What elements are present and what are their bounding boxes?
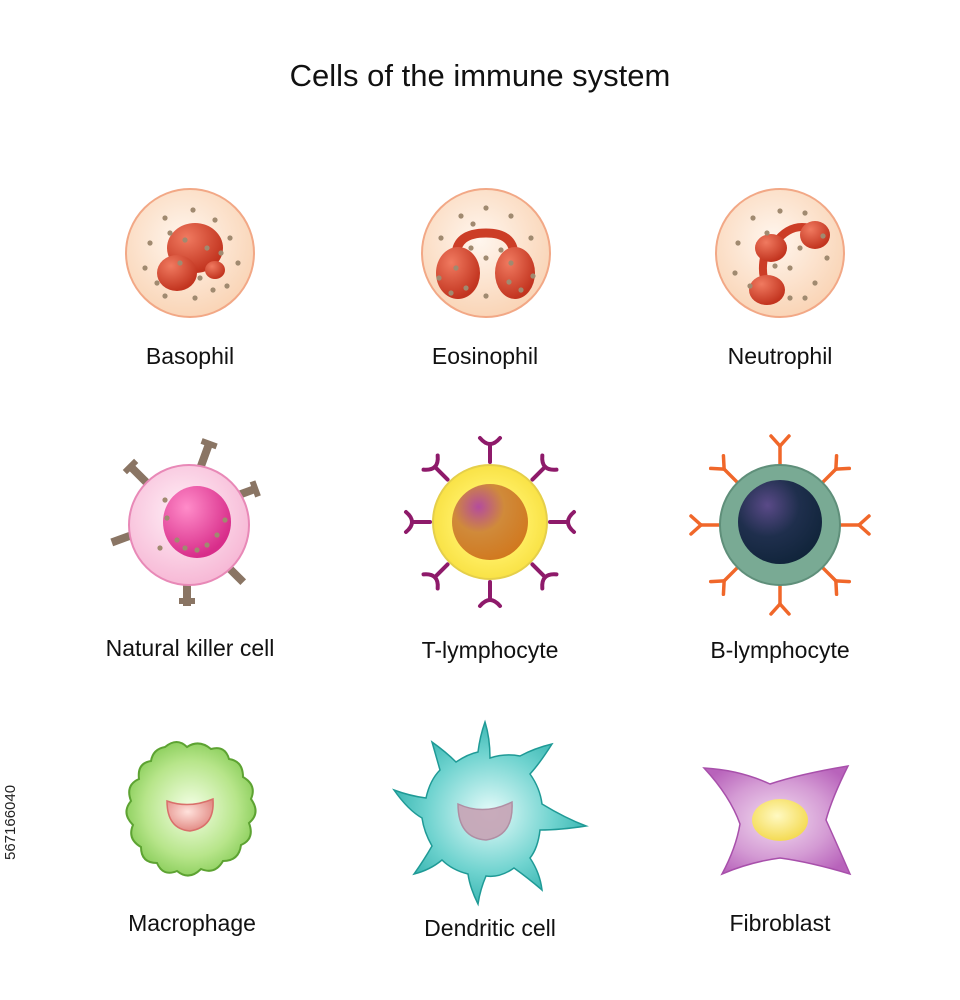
macrophage-illustration — [125, 741, 257, 877]
label-neutrophil: Neutrophil — [727, 343, 833, 369]
stock-image-id: 567166040 — [2, 784, 19, 860]
eosinophil-illustration — [421, 188, 551, 318]
label-dendritic-cell: Dendritic cell — [424, 915, 556, 941]
basophil-illustration — [125, 188, 255, 318]
basophil-nucleus — [157, 223, 225, 291]
natural-killer-cell-illustration — [110, 438, 261, 606]
label-macrophage: Macrophage — [128, 910, 256, 936]
neutrophil-nucleus — [749, 221, 830, 305]
eosinophil-nucleus — [436, 228, 535, 299]
granules — [142, 207, 241, 301]
t-cell-receptors — [404, 436, 576, 608]
nk-nucleus — [163, 486, 231, 558]
b-lymphocyte-illustration — [689, 434, 871, 616]
diagram-title: Cells of the immune system — [289, 58, 671, 93]
label-natural-killer-cell: Natural killer cell — [105, 635, 275, 661]
neutrophil-illustration — [715, 188, 845, 318]
fibroblast-illustration — [702, 765, 852, 876]
b-cell-nucleus — [738, 480, 822, 564]
granules — [732, 208, 830, 301]
macrophage-nucleus — [166, 797, 214, 832]
t-lymphocyte-illustration — [404, 436, 576, 608]
label-basophil: Basophil — [145, 343, 235, 369]
dendritic-cell-illustration — [391, 719, 589, 907]
granules — [436, 205, 536, 299]
label-eosinophil: Eosinophil — [431, 343, 539, 369]
dendritic-nucleus — [457, 800, 513, 841]
label-fibroblast: Fibroblast — [729, 910, 831, 936]
label-t-lymphocyte: T-lymphocyte — [421, 637, 559, 663]
granules — [157, 497, 228, 553]
b-cell-receptors — [689, 434, 871, 616]
t-cell-nucleus — [452, 484, 528, 560]
fibroblast-nucleus — [752, 799, 808, 841]
label-b-lymphocyte: B-lymphocyte — [710, 637, 850, 663]
